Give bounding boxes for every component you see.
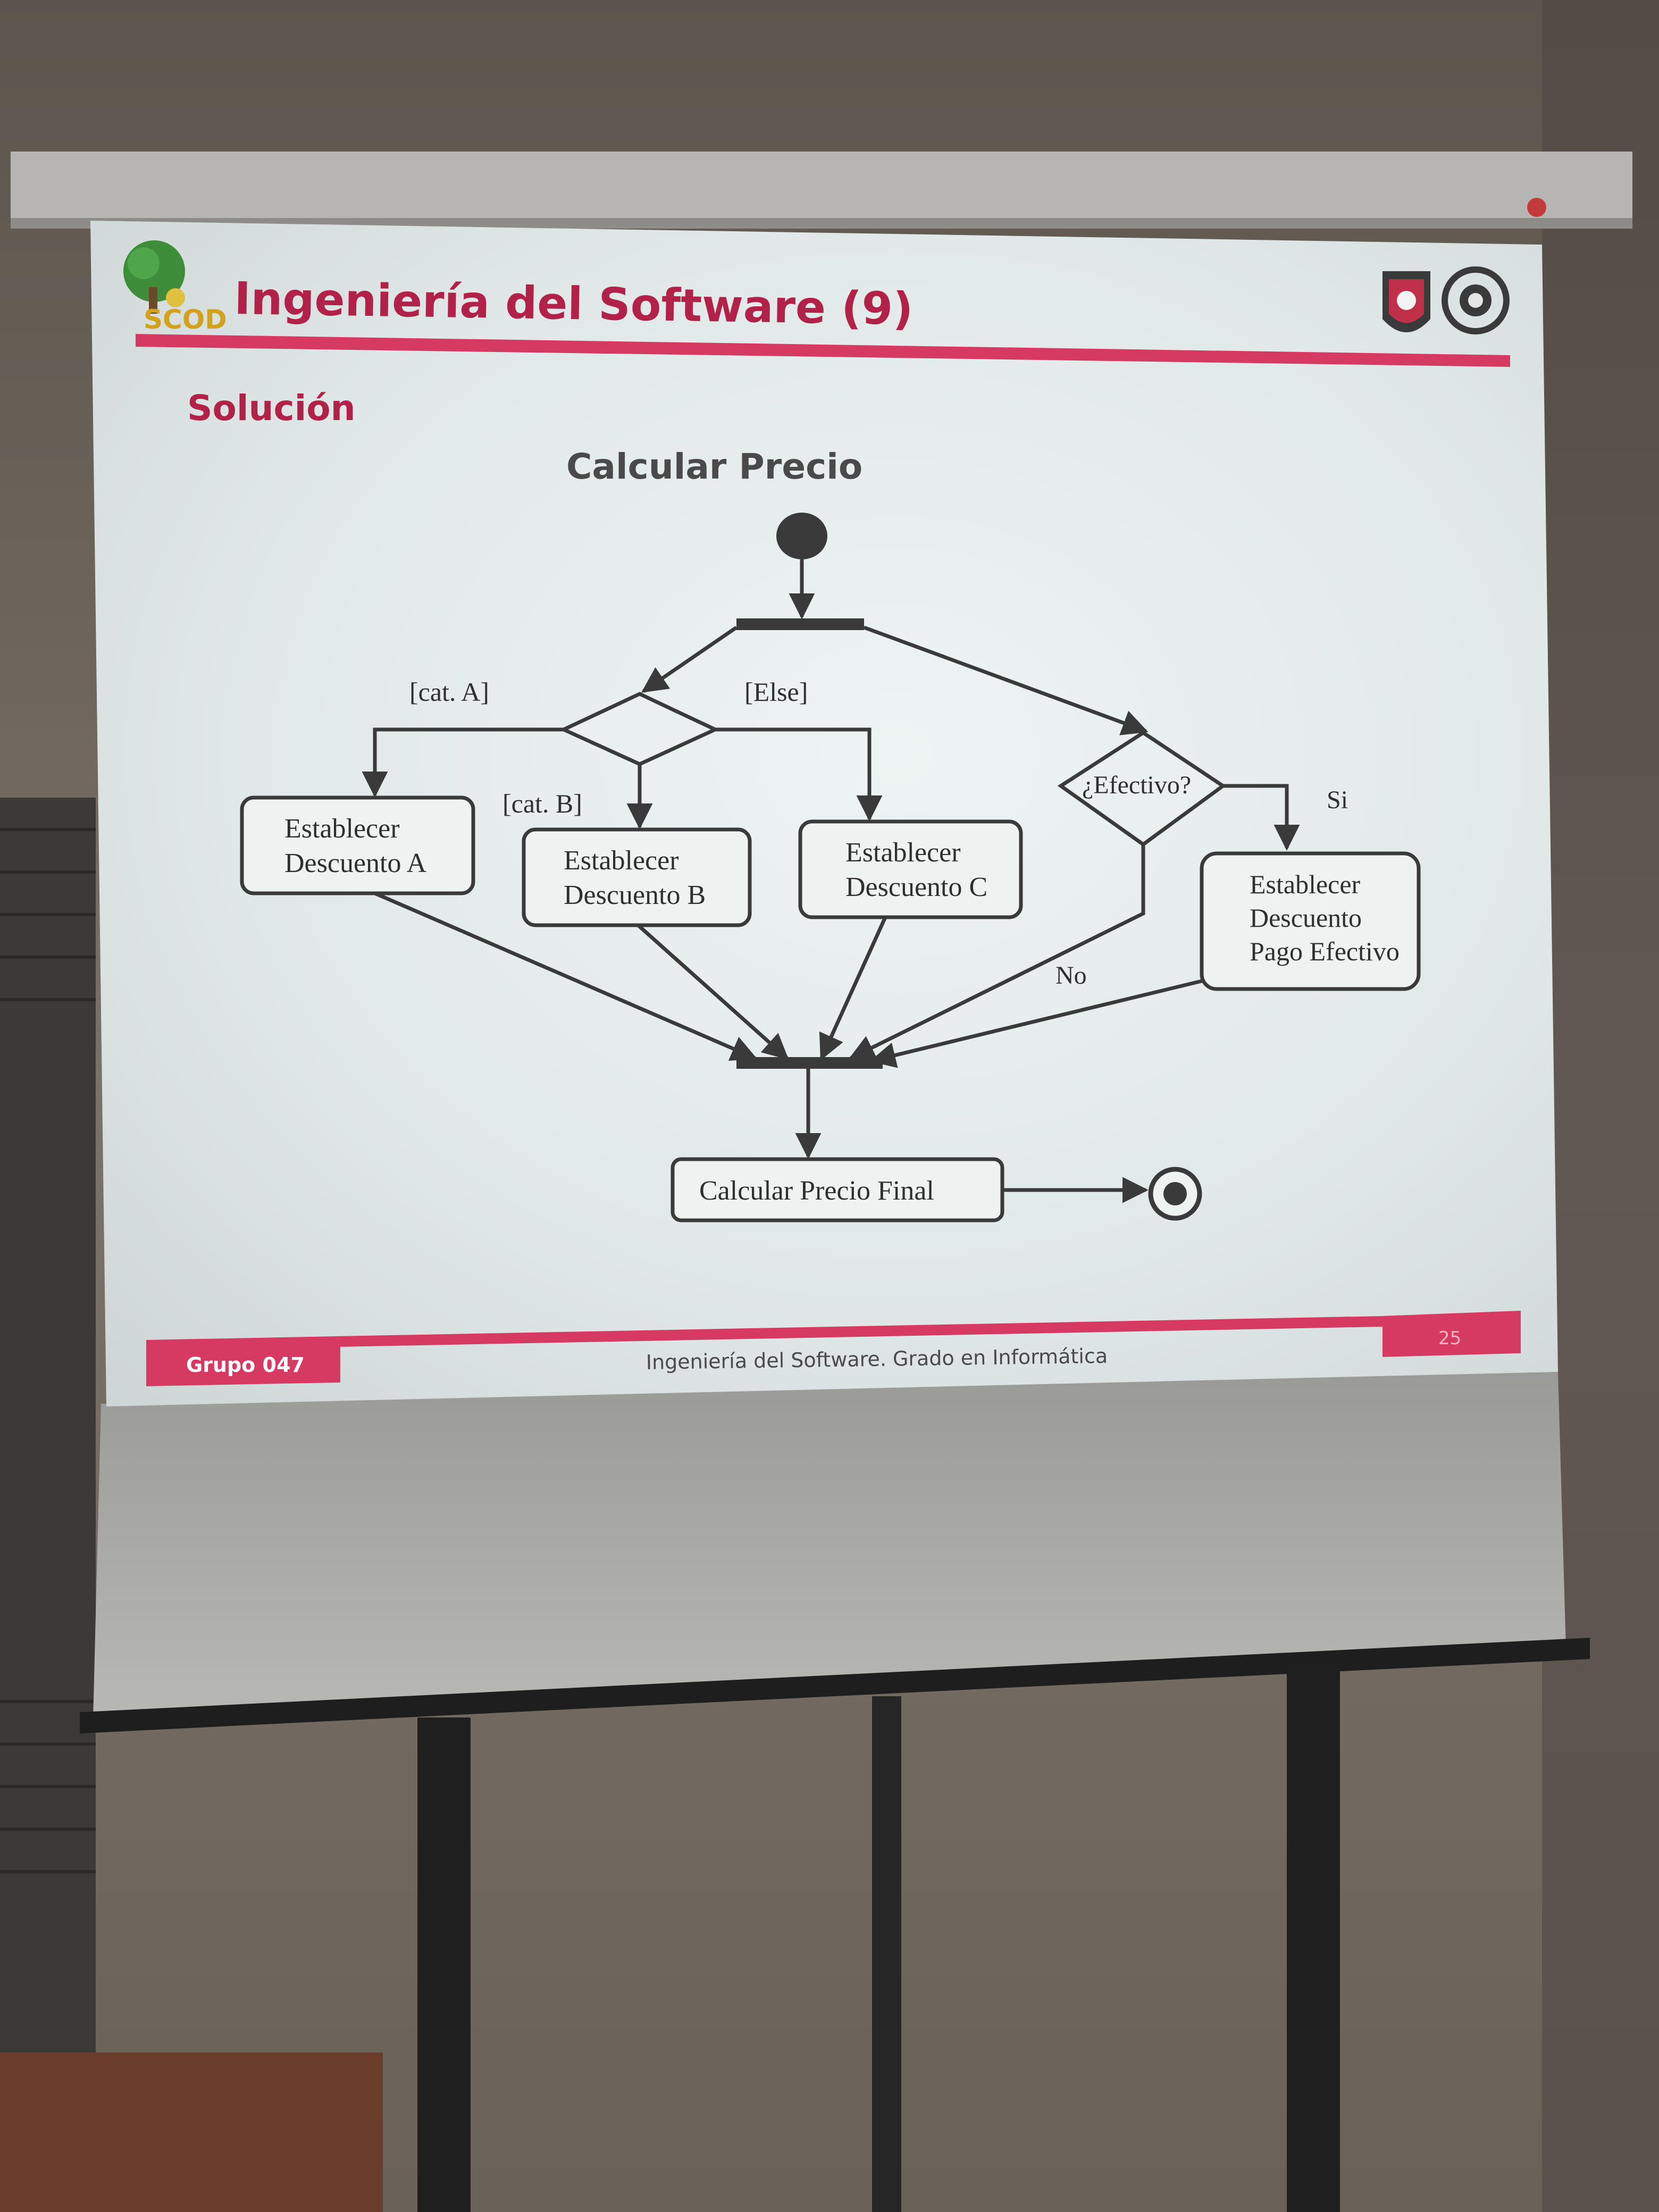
radiator-fins bbox=[0, 828, 96, 1873]
final-node-inner bbox=[1163, 1182, 1187, 1205]
section-subtitle: Solución bbox=[187, 388, 356, 429]
action-c-text: Establecer Descuento C bbox=[845, 837, 987, 902]
scod-logo: SCOD bbox=[123, 240, 227, 335]
radiator-left bbox=[0, 798, 96, 2074]
edge-c-join bbox=[819, 916, 887, 1061]
stand-pole-center bbox=[872, 1696, 901, 2212]
diagram-title: Calcular Precio bbox=[566, 446, 862, 487]
footer-group-box bbox=[146, 1337, 340, 1386]
action-descuento-b bbox=[522, 827, 752, 927]
edge-decision-c bbox=[715, 727, 883, 822]
action-efectivo-text: Establecer Descuento Pago Efectivo bbox=[1250, 869, 1400, 966]
header-accent-line bbox=[136, 334, 1510, 367]
action-descuento-efectivo bbox=[1200, 851, 1421, 991]
stand-leg-right bbox=[1287, 1664, 1340, 2212]
screen-bottom-rail bbox=[80, 1638, 1590, 1733]
footer-accent-line bbox=[146, 1313, 1521, 1351]
desk-corner bbox=[0, 2052, 383, 2212]
guard-cat-b: [cat. B] bbox=[502, 789, 582, 818]
action-descuento-c bbox=[798, 819, 1023, 919]
edge-efectivo-no-join bbox=[848, 844, 1145, 1060]
join-bar bbox=[736, 1057, 883, 1069]
slide-title: Ingeniería del Software (9) bbox=[234, 272, 914, 335]
footer-page-box bbox=[1382, 1311, 1521, 1357]
fork-bar bbox=[736, 618, 864, 630]
edge-fork-efectivo bbox=[863, 625, 1149, 735]
label-si: Si bbox=[1327, 786, 1348, 814]
edge-b-join bbox=[636, 924, 789, 1060]
logo-text: SCOD bbox=[144, 304, 227, 335]
university-crest-icon bbox=[1382, 271, 1430, 332]
initial-node bbox=[776, 513, 827, 559]
decision-efectivo-label: ¿Efectivo? bbox=[1082, 771, 1191, 799]
edge-pago-join bbox=[869, 979, 1202, 1068]
stand-leg-left bbox=[417, 1717, 471, 2212]
school-seal-icon bbox=[1442, 266, 1510, 334]
edge-fork-decision bbox=[641, 626, 738, 693]
screen-housing bbox=[11, 152, 1632, 226]
action-descuento-a bbox=[240, 795, 475, 895]
activity-diagram bbox=[240, 513, 1421, 1222]
housing-indicator-light bbox=[1527, 198, 1546, 217]
action-a-text: Establecer Descuento A bbox=[284, 814, 427, 878]
edge-efectivo-si bbox=[1223, 784, 1300, 851]
footer-page-number: 25 bbox=[1438, 1328, 1461, 1349]
edge-decision-a bbox=[362, 727, 564, 798]
diagram-labels: [cat. A] [Else] [cat. B] ¿Efectivo? Si N… bbox=[284, 677, 1400, 1206]
footer-group: Grupo 047 bbox=[186, 1353, 305, 1377]
screen-housing-shadow bbox=[11, 218, 1632, 229]
projected-slide bbox=[90, 221, 1558, 1406]
label-no: No bbox=[1055, 961, 1087, 990]
guard-else: [Else] bbox=[744, 677, 808, 707]
wall-right-shade bbox=[1542, 0, 1659, 2212]
guard-cat-a: [cat. A] bbox=[409, 677, 489, 707]
screen-fabric-lower bbox=[93, 1372, 1566, 1720]
action-final-text: Calcular Precio Final bbox=[699, 1176, 934, 1206]
action-b-text: Establecer Descuento B bbox=[564, 845, 706, 910]
edge-a-join bbox=[374, 891, 758, 1061]
